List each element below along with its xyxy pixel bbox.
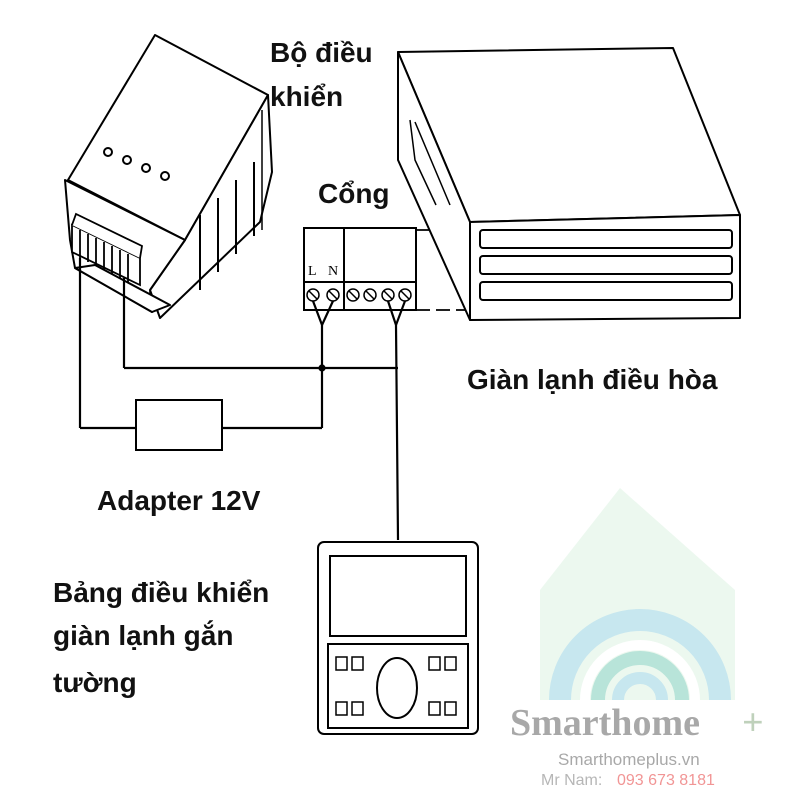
watermark-phone: 093 673 8181 bbox=[617, 772, 715, 789]
wall-panel-label-line1: Bảng điều khiển bbox=[53, 577, 269, 608]
indoor-unit bbox=[397, 47, 741, 321]
indoor-unit-label: Giàn lạnh điều hòa bbox=[467, 364, 718, 395]
wiring bbox=[78, 258, 407, 541]
port-label: Cổng bbox=[318, 178, 390, 209]
adapter-label: Adapter 12V bbox=[97, 485, 261, 516]
port-terminal-n-label: N bbox=[328, 264, 338, 279]
wall-panel-label-line3: tường bbox=[53, 667, 137, 698]
watermark-plus: + bbox=[742, 702, 764, 744]
port-terminal-l-label: L bbox=[308, 264, 317, 279]
adapter-box bbox=[135, 399, 223, 451]
port-terminal bbox=[303, 227, 417, 311]
indoor-unit-louvers bbox=[479, 229, 733, 301]
watermark-website: Smarthomeplus.vn bbox=[558, 750, 700, 769]
controller-indicator-leds bbox=[103, 147, 170, 181]
wall-control-panel bbox=[317, 541, 479, 735]
wall-panel-label-line2: giàn lạnh gắn bbox=[53, 620, 233, 651]
controller-terminal-block bbox=[71, 212, 143, 287]
controller-label-line2: khiển bbox=[270, 81, 343, 112]
watermark-brand: Smarthome bbox=[510, 702, 700, 744]
watermark-contact-name: Mr Nam: bbox=[541, 772, 602, 789]
controller-label-line1: Bộ điều bbox=[270, 37, 373, 68]
smarthome-logo bbox=[540, 488, 735, 701]
